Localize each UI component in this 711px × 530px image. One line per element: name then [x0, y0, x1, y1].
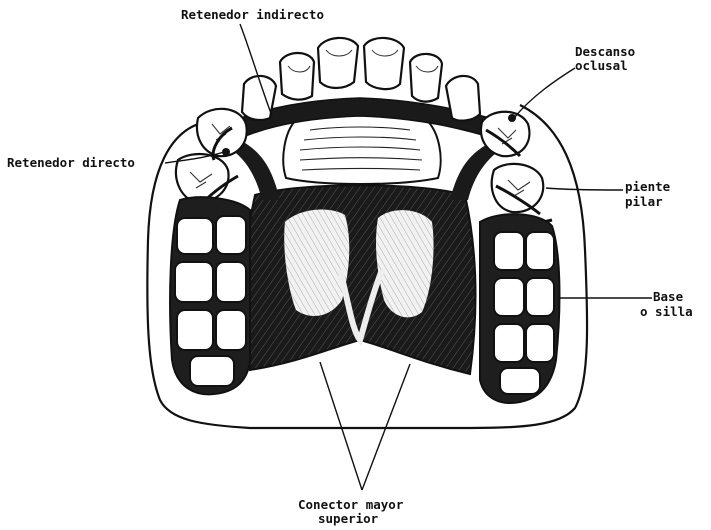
palatal-vault [284, 210, 349, 316]
tooth-premolar-left-2 [176, 154, 229, 202]
label-descanso-oclusal-line2: oclusal [575, 59, 628, 73]
label-diente-pilar-line2: pilar [625, 195, 663, 209]
leader-descanso-oclusal [514, 68, 575, 118]
tooth-incisor-1 [318, 38, 358, 88]
tooth-molar-right-3 [494, 278, 524, 316]
label-retenedor-directo: Retenedor directo [7, 156, 135, 170]
tooth-molar-left-2 [216, 216, 246, 254]
tooth-molar-right-4 [526, 278, 554, 316]
tooth-molar-left-5 [177, 310, 213, 350]
major-connector-plate [245, 185, 476, 374]
leader-conector-1 [320, 362, 362, 490]
tooth-incisor-3 [280, 53, 314, 100]
label-base-silla-line1: Base [653, 290, 683, 304]
palatal-vault-right [376, 210, 434, 317]
tooth-molar-left-6 [216, 310, 246, 350]
tooth-molar-right-2 [526, 232, 554, 270]
tooth-incisor-2 [364, 38, 404, 89]
label-descanso-oclusal-line1: Descanso [575, 45, 635, 59]
tooth-molar-left-7 [190, 356, 234, 386]
label-diente-pilar-line1: piente [625, 180, 670, 194]
tooth-molar-left-3 [175, 262, 213, 302]
tooth-molar-left-4 [216, 262, 246, 302]
tooth-molar-right-5 [494, 324, 524, 362]
label-retenedor-indirecto: Retenedor indirecto [181, 8, 324, 22]
tooth-incisor-4 [410, 54, 442, 102]
tooth-molar-left-1 [177, 218, 213, 254]
tooth-molar-right-6 [526, 324, 554, 362]
tooth-premolar-right-1 [481, 112, 529, 156]
leader-diente-pilar [546, 188, 623, 190]
label-base-silla-line2: o silla [640, 305, 693, 319]
label-conector-mayor-line2: superior [318, 512, 378, 526]
tooth-molar-right-7 [500, 368, 540, 394]
label-conector-mayor-line1: Conector mayor [298, 498, 403, 512]
tooth-canine-right [446, 76, 480, 121]
tooth-molar-right-1 [494, 232, 524, 270]
